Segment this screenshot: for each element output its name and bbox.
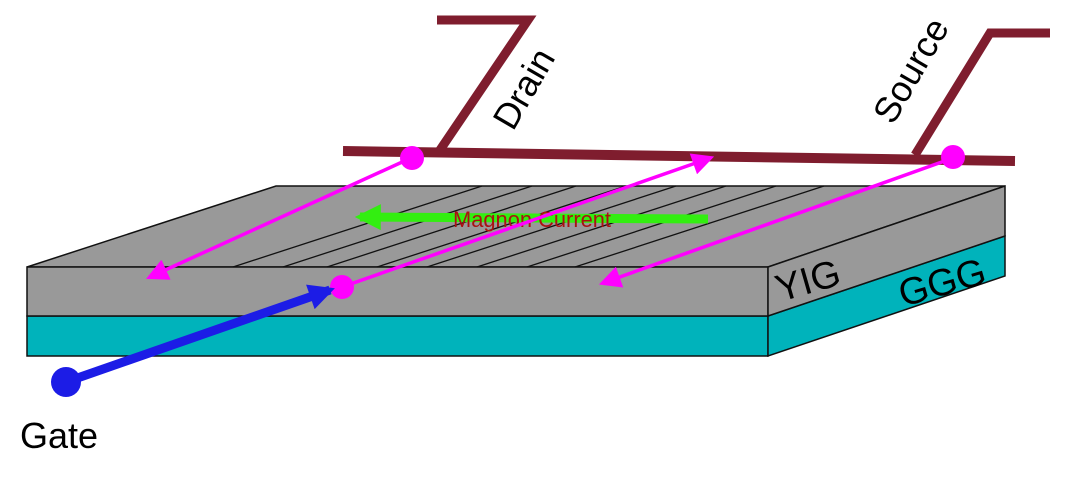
source-electrode [911, 28, 1050, 158]
domain-stripe [426, 185, 677, 268]
domain-stripe [376, 185, 627, 268]
domain-stripe [526, 185, 777, 268]
domain-stripe [326, 185, 577, 268]
yig-layer-side [767, 184, 1006, 318]
gate-spin-arrow [341, 153, 715, 289]
gate-wire-arrow [64, 284, 335, 387]
drain-label: Drain [484, 41, 563, 136]
ggg-layer-front [26, 315, 769, 357]
source-spin-arrow [598, 156, 954, 288]
gate-contact-dot [330, 275, 354, 299]
gate-terminal-dot [51, 367, 81, 397]
drain-spin-arrow [145, 156, 412, 280]
domain-stripe [282, 185, 533, 268]
source-contact-dot [941, 145, 965, 169]
gate-label: Gate [20, 415, 98, 456]
drain-contact-dot [400, 146, 424, 170]
domain-stripe [574, 185, 825, 268]
domain-stripe [476, 185, 727, 268]
yig-layer-front [26, 266, 769, 317]
drain-electrode [436, 15, 537, 153]
electrode-bus [342, 146, 1016, 166]
